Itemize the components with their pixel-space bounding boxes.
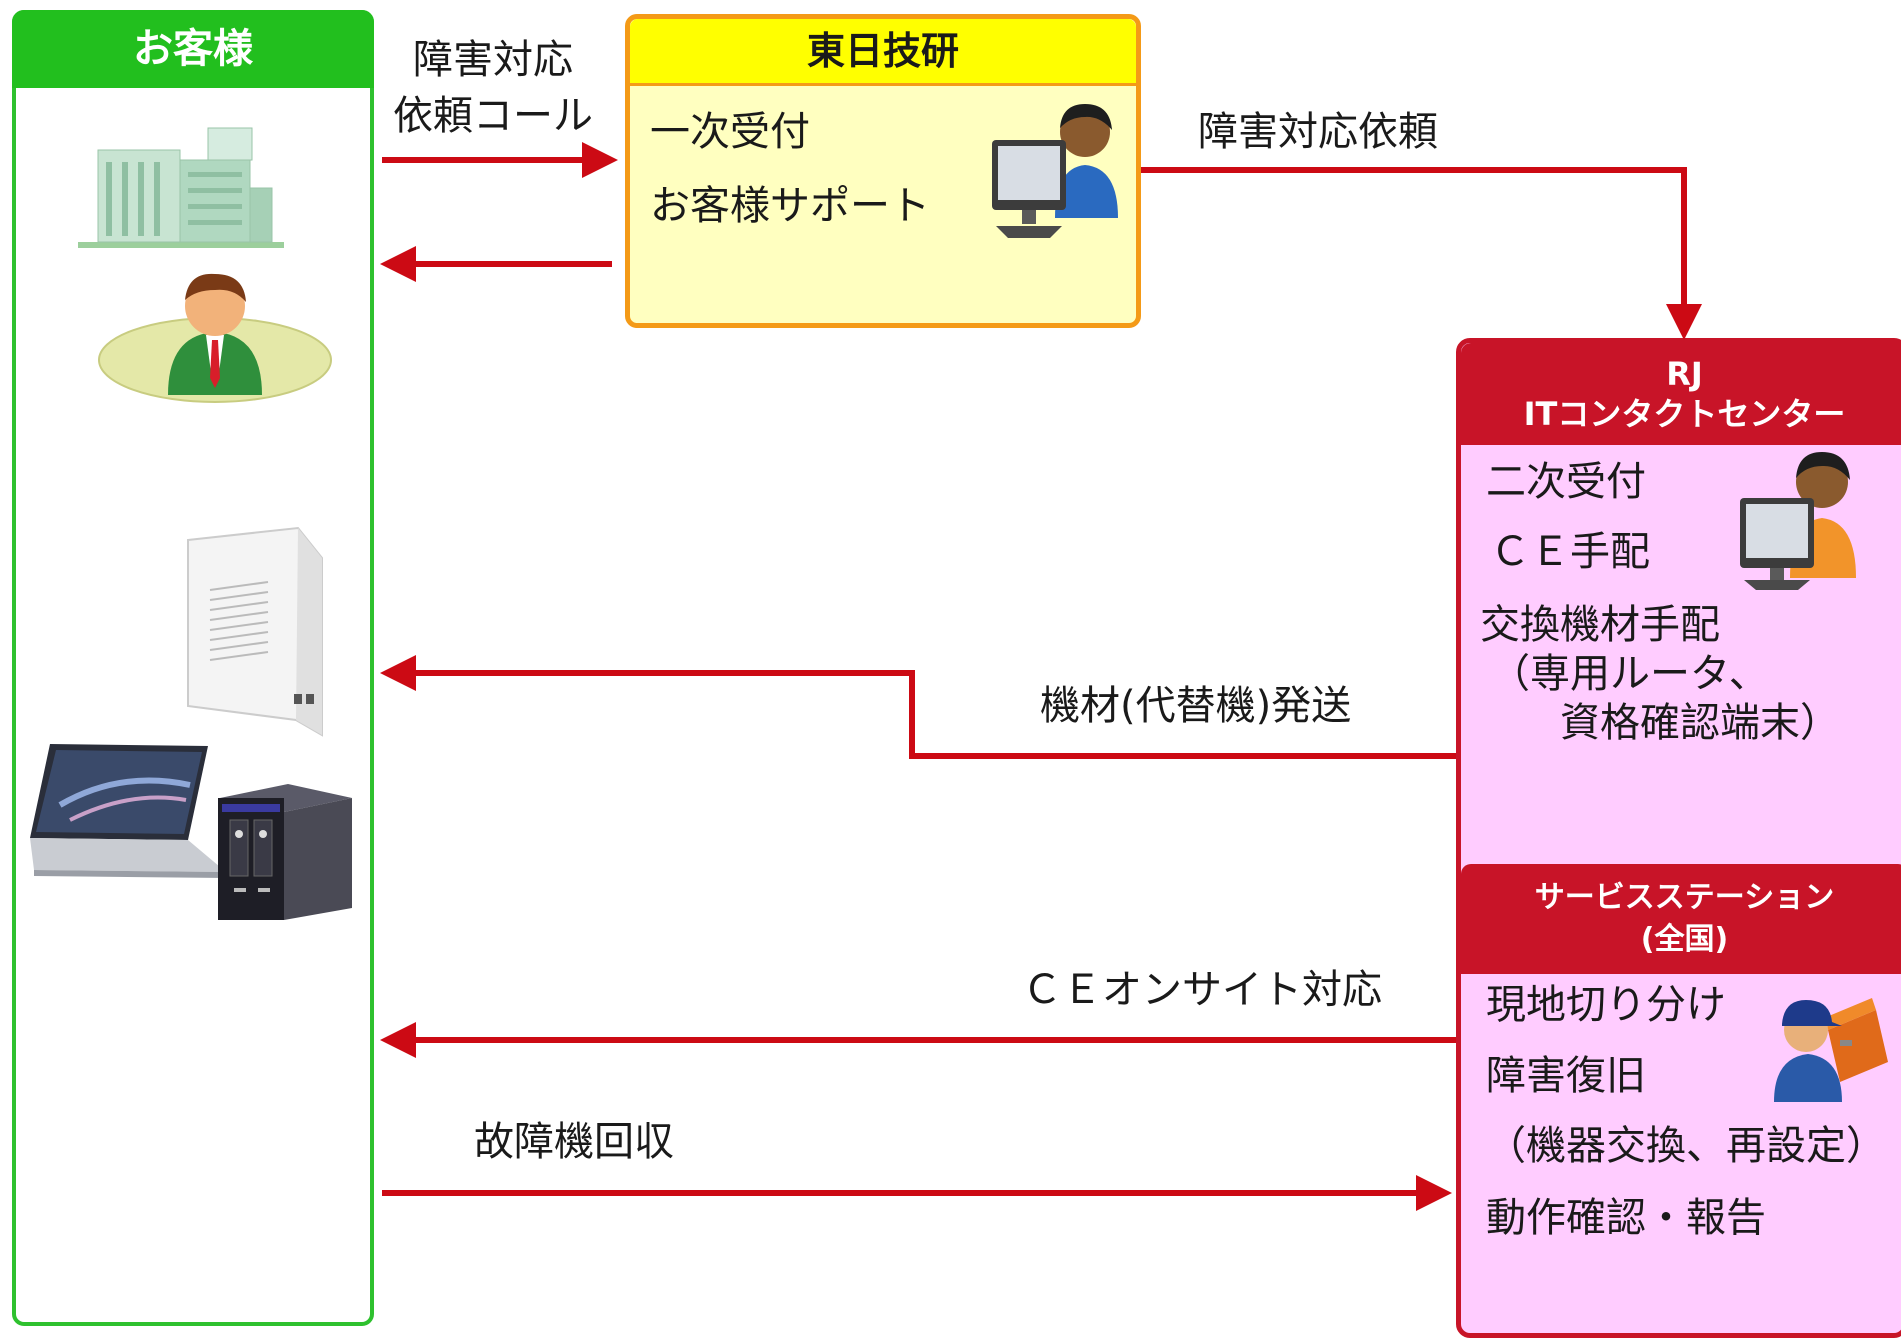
tohoku-item-customer-support: お客様サポート bbox=[650, 183, 930, 229]
laptop-icon bbox=[30, 744, 226, 878]
rj-item-detail-line2: 資格確認端末） bbox=[1560, 700, 1840, 746]
ss-item-recovery: 障害復旧 bbox=[1486, 1053, 1646, 1099]
customer-person-icon bbox=[98, 273, 332, 403]
operator-icon bbox=[992, 104, 1118, 238]
service-station-title-line2: (全国) bbox=[1640, 922, 1729, 957]
customer-title: お客様 bbox=[12, 10, 374, 88]
flow-shipment-label: 機材(代替機)発送 bbox=[1040, 683, 1352, 729]
tohoku-title: 東日技研 bbox=[630, 19, 1136, 86]
flow-request-label: 障害対応依頼 bbox=[1198, 109, 1438, 155]
rj-item-detail-line1: （専用ルータ、 bbox=[1490, 651, 1769, 697]
ss-item-isolation: 現地切り分け bbox=[1486, 982, 1726, 1028]
rj-title-line2: ITコンタクトセンター bbox=[1523, 395, 1846, 433]
rj-title: RJ ITコンタクトセンター bbox=[1461, 343, 1901, 445]
flow-onsite-label: ＣＥオンサイト対応 bbox=[1022, 967, 1382, 1013]
rj-title-line1: RJ bbox=[1666, 355, 1703, 393]
operator-icon bbox=[1740, 452, 1856, 590]
ss-item-replacement: （機器交換、再設定） bbox=[1486, 1123, 1886, 1169]
technician-icon bbox=[1774, 998, 1888, 1102]
arrow-request bbox=[1141, 167, 1702, 340]
service-station-title-line1: サービスステーション bbox=[1534, 880, 1835, 915]
arrow-shipment bbox=[380, 655, 1456, 759]
rj-item-ce-arrangement: ＣＥ手配 bbox=[1490, 529, 1650, 575]
nas-storage-icon bbox=[218, 784, 352, 920]
flow-call-label-line1: 障害対応 bbox=[413, 37, 573, 83]
building-icon bbox=[78, 127, 284, 248]
ss-item-verification: 動作確認・報告 bbox=[1486, 1195, 1766, 1241]
tohoku-item-first-reception: 一次受付 bbox=[650, 109, 810, 155]
flow-call-label-line2: 依頼コール bbox=[393, 93, 593, 139]
router-device-icon bbox=[187, 526, 323, 737]
flow-collection-label: 故障機回収 bbox=[474, 1119, 674, 1165]
rj-item-equipment-arrangement: 交換機材手配 bbox=[1480, 602, 1720, 648]
rj-item-second-reception: 二次受付 bbox=[1486, 459, 1646, 505]
service-station-title: サービスステーション (全国) bbox=[1461, 864, 1901, 974]
